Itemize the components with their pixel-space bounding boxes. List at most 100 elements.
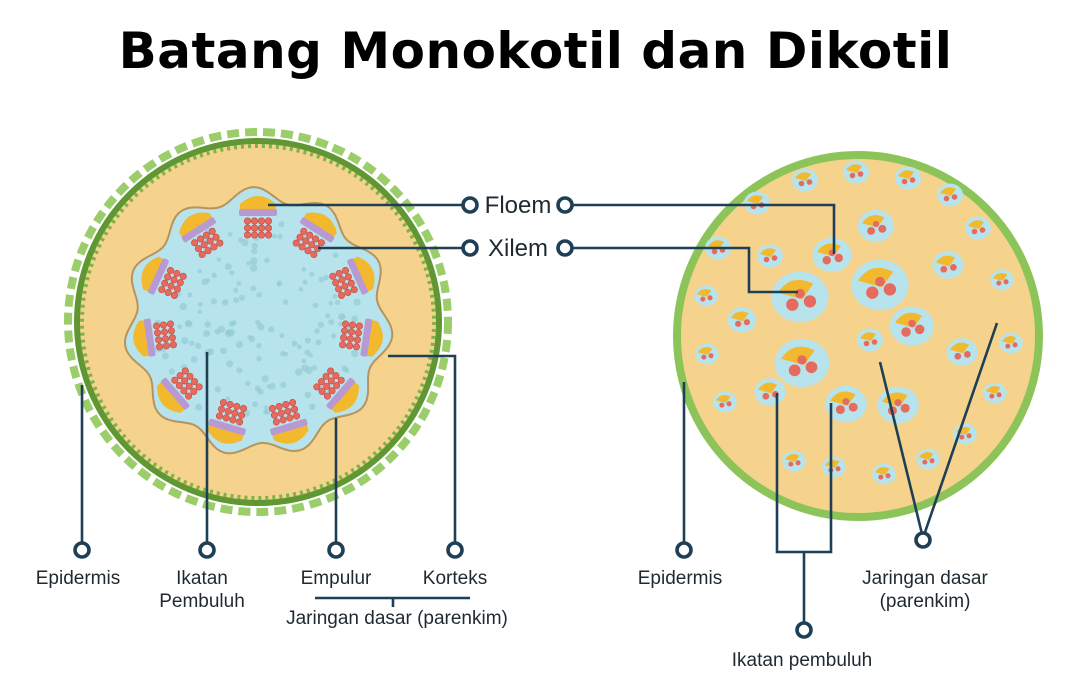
xylem-cell [878, 224, 887, 233]
xylem-cell [786, 298, 799, 311]
vascular-bundle [812, 237, 852, 273]
xylem-cell [302, 237, 310, 245]
pith-cell [229, 270, 235, 276]
pith-cell [246, 261, 251, 266]
phloem-cap [731, 311, 749, 322]
xylem-cell [173, 269, 181, 277]
pith-cell [312, 302, 319, 309]
xylem-cell [162, 342, 170, 350]
pith-cell [227, 328, 235, 337]
xylem-cell [707, 295, 713, 301]
pith-cell [314, 328, 320, 334]
vascular-bundle [877, 386, 919, 424]
xylem-cell [236, 418, 244, 426]
pith-cell [304, 391, 312, 399]
right-jaringan-label-line1: Jaringan dasar [862, 568, 988, 589]
pith-cell [311, 365, 318, 371]
pith-cell [280, 381, 287, 389]
xylem-cell [275, 402, 283, 410]
cambium-band [160, 377, 190, 410]
left-ikatan-label-line2: Pembuluh [159, 591, 245, 612]
phloem-cap [846, 164, 862, 173]
phloem-cap [207, 424, 244, 444]
pith-cell [228, 321, 235, 327]
cambium-band [300, 217, 335, 243]
xylem-cell [296, 233, 304, 241]
xylem-cell [210, 243, 218, 251]
xylem-cell [347, 279, 355, 287]
xylem-cell [1012, 342, 1018, 348]
xylem-cell [206, 237, 214, 245]
pith-cell [168, 368, 175, 375]
pith-cell [294, 368, 303, 376]
xylem-cell [878, 474, 884, 480]
xylem-cell [204, 247, 212, 255]
xylem-cell [208, 227, 216, 235]
pith-cell [296, 344, 302, 350]
pith-cell [278, 221, 285, 228]
xylem-cell [240, 404, 248, 412]
xylem-cell [176, 372, 184, 380]
pith-cell [245, 380, 251, 387]
xylem-cell [726, 401, 732, 407]
vascular-bundle [727, 307, 757, 333]
vascular-bundle [792, 168, 818, 192]
vascular-bundle [141, 256, 187, 299]
xylem-cell [195, 383, 203, 391]
phloem-cap [993, 272, 1008, 281]
phloem-cap [352, 256, 375, 292]
pith-cell [216, 257, 222, 262]
vascular-bundle [713, 391, 737, 413]
pith-cell [279, 333, 285, 339]
xylem-cell [901, 178, 908, 185]
pith-cell [225, 396, 231, 401]
pith-cell [235, 340, 244, 349]
pith-cell [197, 309, 203, 315]
xylem-cell [922, 459, 928, 465]
xylem-cell [803, 295, 817, 308]
right-jaringan-label-line2: (parenkim) [880, 591, 971, 612]
xylem-cell [191, 239, 199, 247]
xylem-cell [265, 231, 273, 239]
xylem-cell [771, 255, 778, 261]
phloem-cap [141, 256, 164, 292]
phloem-cap [240, 196, 276, 210]
xylem-cell [298, 243, 306, 251]
xylem-cell [317, 239, 325, 247]
xylem-cell [293, 412, 301, 420]
korteks-label: Korteks [423, 568, 487, 589]
xylem-cell [328, 387, 336, 395]
phloem-cap [950, 342, 970, 354]
xylem-cell [215, 412, 223, 420]
pith-cell [189, 340, 195, 346]
xylem-cell [940, 265, 948, 273]
vascular-bundle [329, 256, 375, 299]
xylem-cell [191, 378, 199, 386]
vascular-bundle [990, 269, 1014, 291]
right-epidermis-dot [675, 541, 693, 559]
cambium-band [147, 258, 169, 295]
xylem-cell [323, 382, 331, 390]
vascular-bundle [239, 196, 277, 239]
xylem-cell [219, 399, 227, 407]
xylem-cell [340, 334, 348, 342]
xylem-cell [168, 334, 176, 342]
xylem-cell [286, 414, 294, 422]
vascular-bundle [292, 212, 337, 258]
cambium-band [360, 318, 373, 357]
xylem-cell [180, 387, 188, 395]
korteks-dot [446, 541, 464, 559]
cambium-band [270, 418, 308, 436]
pith-cell [225, 263, 232, 271]
xylem-cell [238, 411, 246, 419]
floem-line-right [565, 203, 836, 254]
xylem-cell [701, 354, 707, 360]
pith-cell [309, 271, 315, 277]
floem-dot-right [556, 196, 574, 214]
vascular-bundle [895, 166, 921, 190]
pith-cell [256, 342, 262, 349]
xylem-cell [155, 336, 163, 344]
pith-cell [328, 300, 334, 306]
pith-cell [328, 319, 335, 325]
xylem-cell [900, 403, 910, 413]
